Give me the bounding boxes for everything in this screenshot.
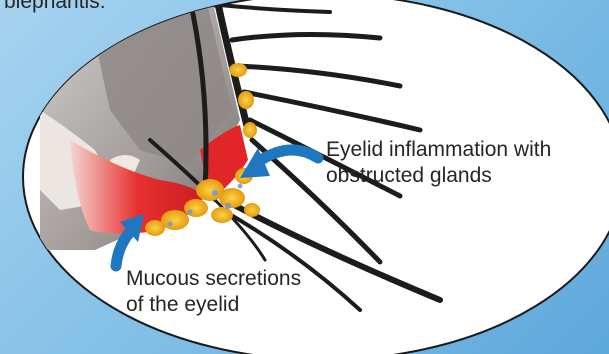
label-mucous-secretions-line2: of the eyelid bbox=[126, 292, 301, 318]
label-mucous-secretions-line1: Mucous secretions bbox=[126, 266, 301, 292]
heading-partial: blepharitis: bbox=[4, 0, 106, 15]
label-eyelid-inflammation-line2: obstructed glands bbox=[326, 163, 551, 189]
label-mucous-secretions: Mucous secretions of the eyelid bbox=[126, 266, 301, 318]
label-eyelid-inflammation-line1: Eyelid inflammation with bbox=[326, 137, 551, 163]
label-eyelid-inflammation: Eyelid inflammation with obstructed glan… bbox=[326, 137, 551, 189]
